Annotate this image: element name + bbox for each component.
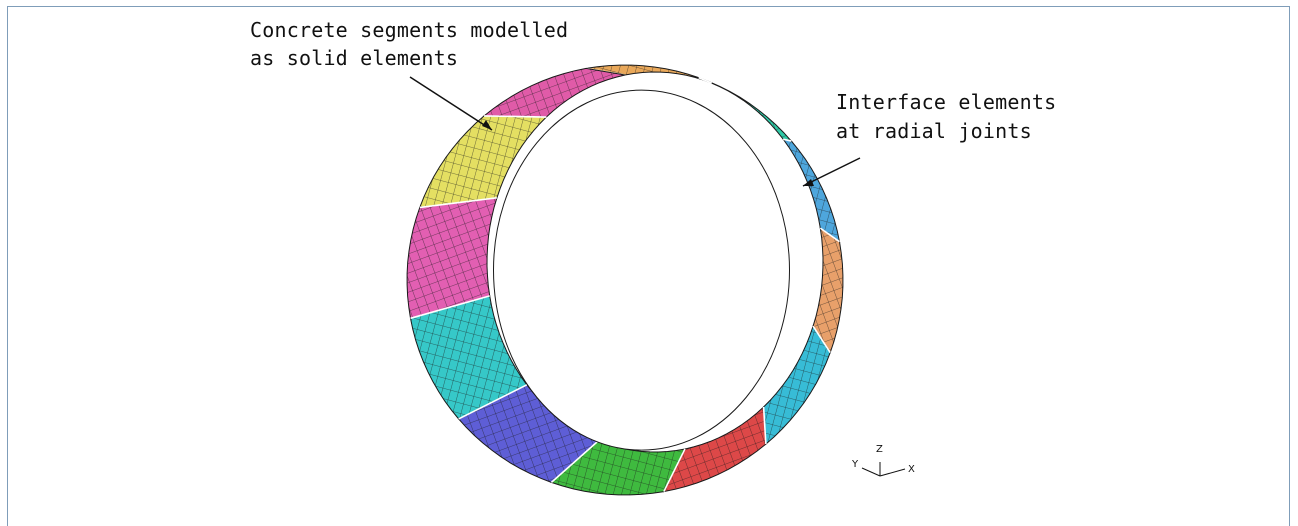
- axis-triad: [861, 462, 906, 477]
- interface-leader-line: [802, 157, 861, 187]
- axis-z-label: Z: [876, 444, 883, 455]
- interface-leader-arrow: [803, 179, 814, 186]
- radial-joint-10: [410, 295, 490, 320]
- ring-segment-mesh-4: [813, 228, 843, 353]
- radial-joint-7: [663, 448, 686, 492]
- ring-model-view: [406, 64, 906, 496]
- radial-joint-8: [550, 440, 599, 483]
- axis-y-label: Y: [852, 459, 859, 470]
- ring-segment-mesh-12: [484, 68, 626, 117]
- radial-joint-11: [419, 197, 497, 209]
- radial-joint-2: [698, 76, 713, 84]
- radial-joint-3: [783, 138, 792, 142]
- interface-elements-label-line1: Interface elements: [836, 90, 1057, 114]
- axis-x-label: X: [908, 464, 915, 475]
- radial-joint-4: [819, 227, 840, 243]
- ring-segment-mesh-7: [551, 440, 685, 495]
- ring-segment-mesh-2: [698, 77, 792, 141]
- ring-segment-mesh-9: [410, 295, 527, 419]
- concrete-leader-line: [409, 76, 493, 131]
- radial-joint-9: [458, 384, 528, 420]
- radial-joint-6: [762, 406, 767, 445]
- interface-elements-label-line2: at radial joints: [836, 119, 1032, 143]
- ring-segment-mesh-8: [458, 384, 599, 483]
- concrete-segments-label-line2: as solid elements: [250, 46, 459, 70]
- annotation-leaders: [409, 76, 861, 187]
- ring-opening: [493, 89, 790, 451]
- ring-segment-mesh-3: [783, 139, 840, 242]
- ring-segment-mesh-11: [419, 115, 547, 208]
- concrete-segments-label-line1: Concrete segments modelled: [250, 18, 569, 42]
- tunnel-lining-ring: [406, 64, 844, 496]
- viewport-frame: [7, 6, 1290, 526]
- ring-segment-mesh-1: [586, 65, 712, 84]
- radial-joint-5: [812, 325, 831, 354]
- concrete-leader-arrow: [482, 120, 492, 130]
- ring-segment-mesh-5: [763, 326, 831, 445]
- radial-joint-12: [484, 115, 547, 118]
- ring-segment-mesh-6: [663, 407, 766, 492]
- ring-segment-mesh-10: [407, 197, 497, 319]
